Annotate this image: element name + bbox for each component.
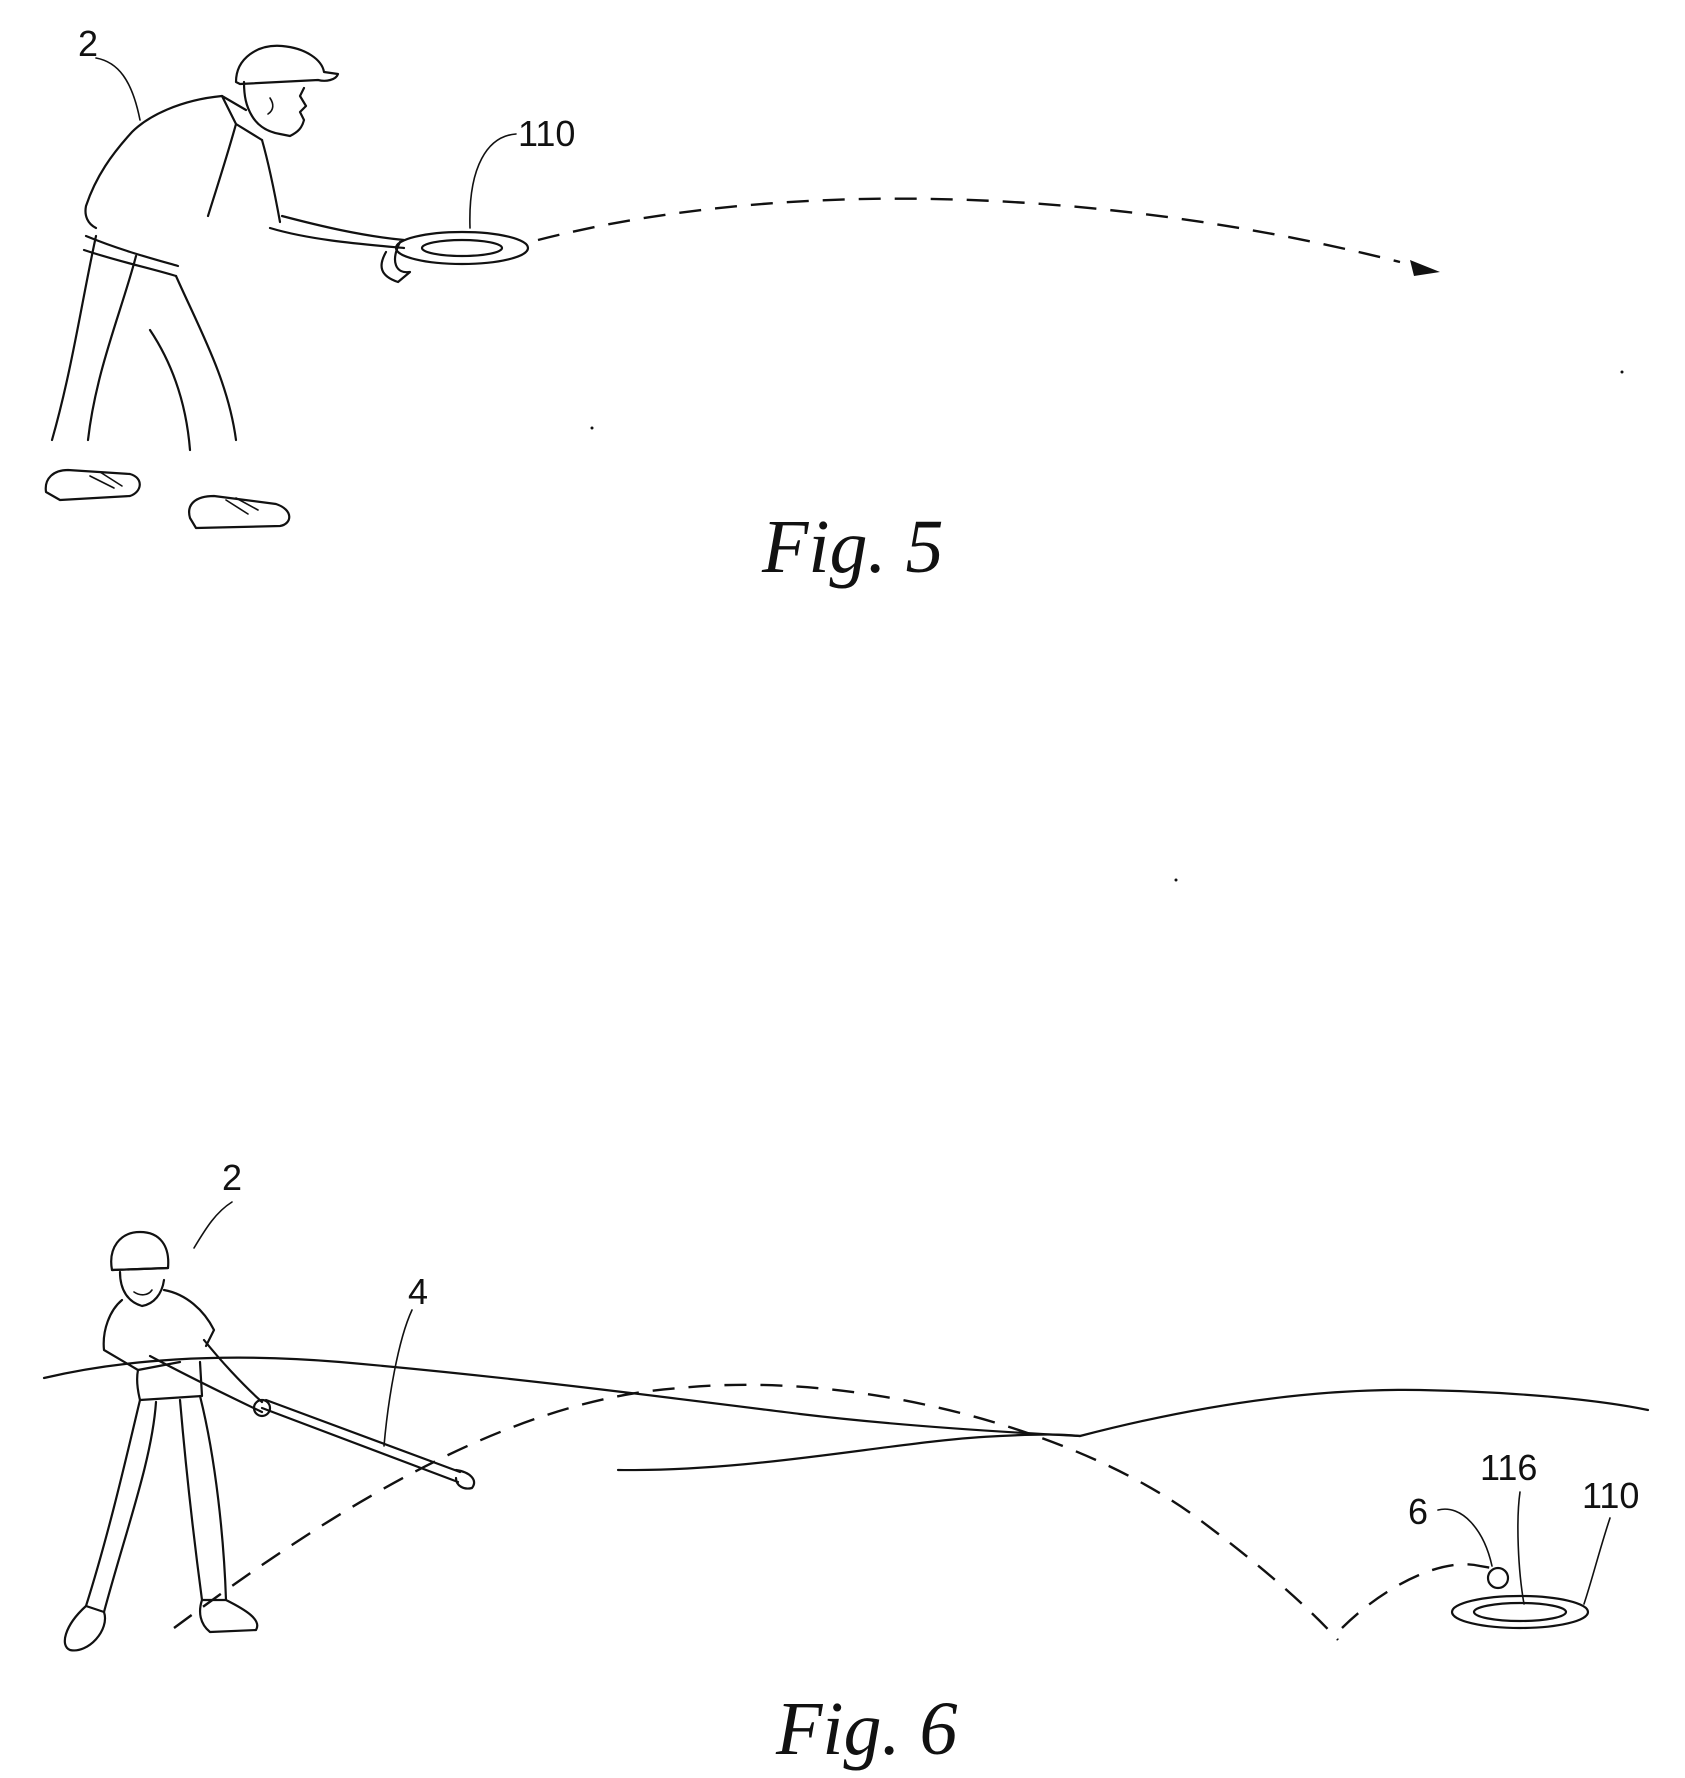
disc-110 (396, 232, 528, 264)
disc-flight-path (538, 199, 1400, 262)
person-throwing-illustration (46, 46, 410, 528)
scan-speck (1175, 879, 1178, 882)
ref-label-person: 2 (78, 23, 98, 64)
golfer-swinging-illustration (65, 1232, 270, 1650)
ball-flight-path (174, 1385, 1338, 1640)
leader-line-golfer (194, 1202, 232, 1248)
figure-caption: Fig. 6 (775, 1687, 958, 1771)
scan-speck (1621, 371, 1624, 374)
ref-label-ball: 6 (1408, 1491, 1428, 1532)
golf-club-4 (262, 1400, 474, 1489)
leader-line-disc-center (1518, 1492, 1524, 1604)
figure-5: 2 110 Fig. 5 (46, 23, 1440, 589)
terrain-contour-upper (44, 1358, 1648, 1436)
figure-6: 2 4 6 116 110 Fig. 6 (44, 1157, 1648, 1771)
terrain-contour-lower (618, 1435, 1080, 1471)
flight-arrowhead (1410, 260, 1440, 276)
ref-label-golfer: 2 (222, 1157, 242, 1198)
scan-speck (591, 427, 594, 430)
ball-bounce-path (1342, 1564, 1492, 1628)
leader-line-person (96, 58, 140, 120)
golf-ball-6 (1488, 1568, 1508, 1588)
ref-label-disc: 110 (518, 113, 575, 154)
disc-target-110 (1452, 1596, 1588, 1628)
ref-label-club: 4 (408, 1271, 428, 1312)
ref-label-disc-target: 110 (1582, 1475, 1639, 1516)
leader-line-disc (470, 134, 516, 228)
ref-label-disc-center: 116 (1480, 1447, 1537, 1488)
leader-line-ball (1438, 1509, 1492, 1566)
leader-line-disc-target (1584, 1518, 1610, 1604)
leader-line-club (384, 1310, 412, 1446)
figure-caption: Fig. 5 (761, 505, 944, 589)
